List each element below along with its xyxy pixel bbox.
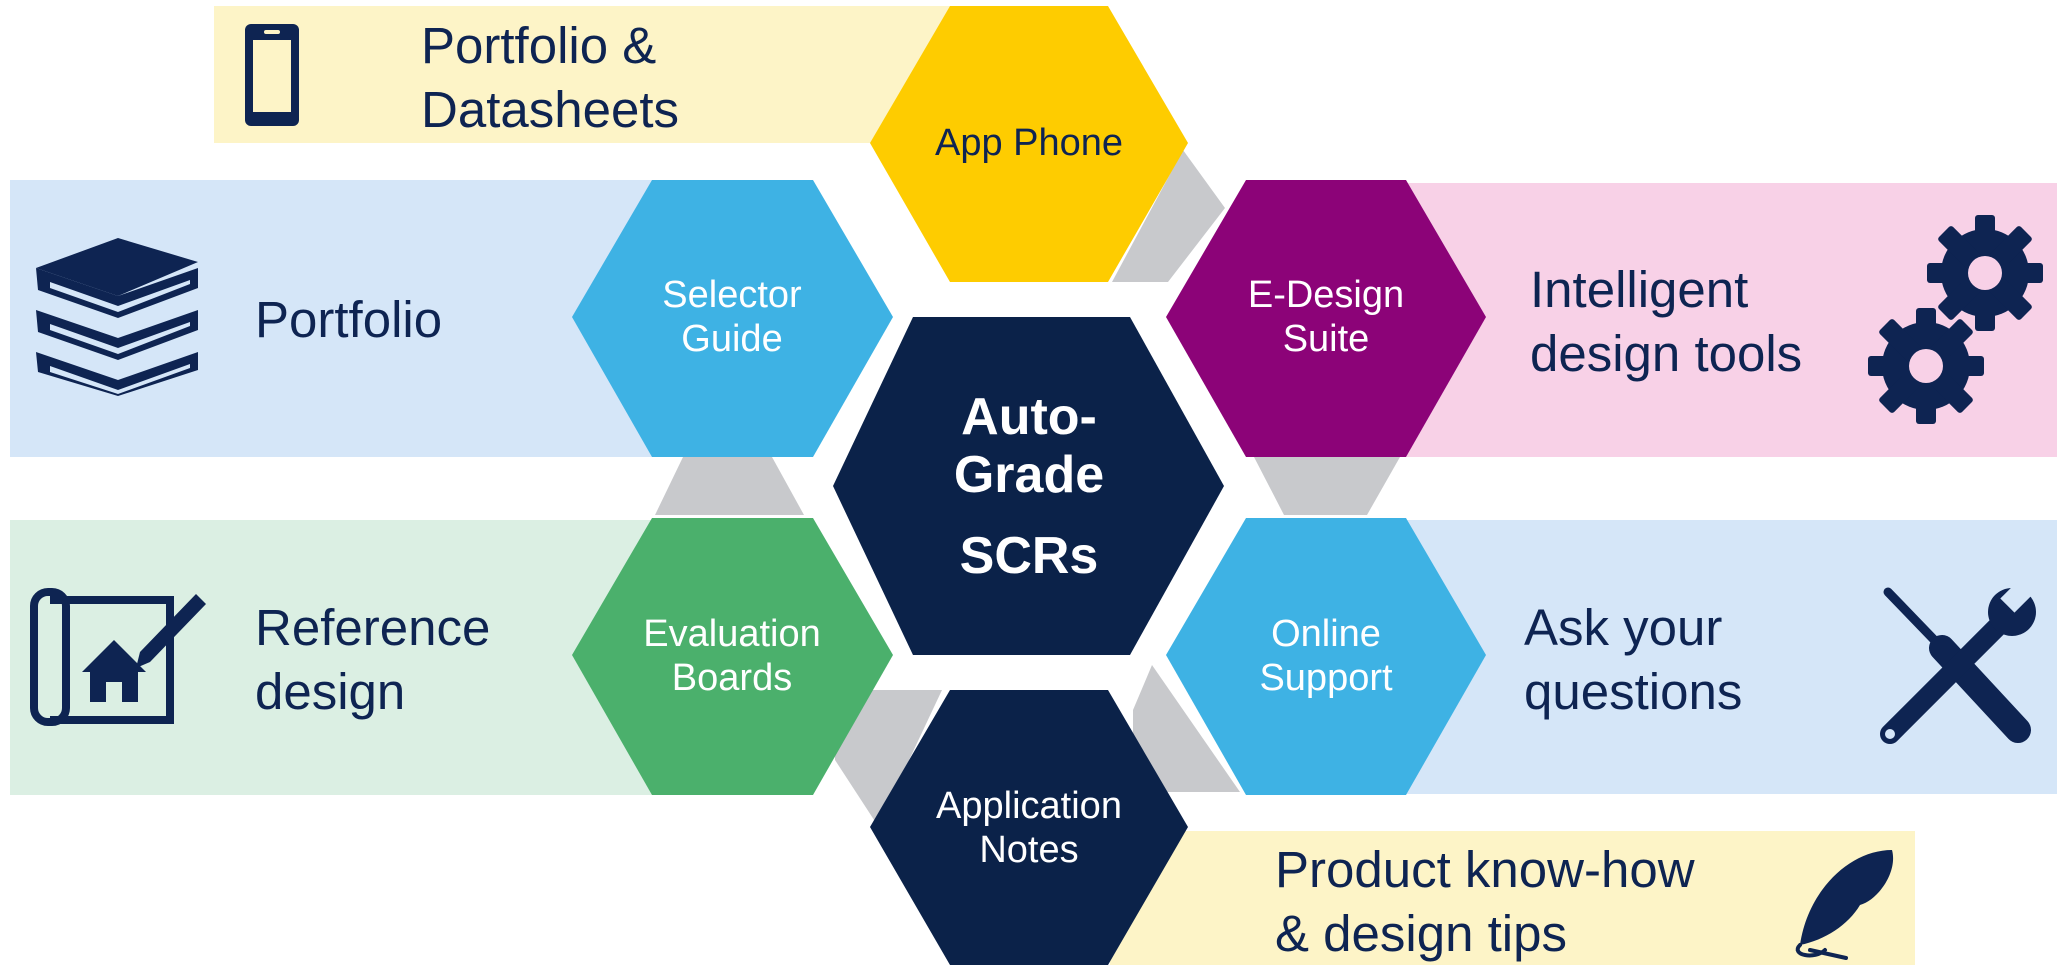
hexagon-e-design-suite[interactable] [1166,180,1486,457]
portfolio-datasheets-line2: Datasheets [421,81,679,138]
online-support-line1: Online [1271,613,1381,655]
center-line1: Auto- [961,388,1097,446]
e-design-line2: Suite [1283,318,1370,360]
band-product-knowhow [1110,831,1915,965]
connector-evaluation-appnotes [835,690,942,826]
selector-guide-line2: Guide [681,318,782,360]
feather-quill-icon [1795,850,1894,960]
e-design-line1: E-Design [1248,274,1404,316]
hexagon-app-phone[interactable] [870,6,1188,282]
connector-selector-evaluation [655,457,804,515]
hexagon-evaluation-boards[interactable] [572,518,893,795]
hexagon-center-auto-grade-scrs[interactable] [833,317,1224,655]
intelligent-line1: Intelligent [1530,261,1749,318]
connector-appphone-edesign [1112,150,1225,282]
center-line2: Grade [954,446,1104,504]
selector-guide-line1: Selector [662,274,802,316]
ask-questions-label: Ask your questions [1524,596,1742,724]
product-knowhow-label: Product know-how & design tips [1275,838,1695,966]
online-support-line2: Support [1259,657,1393,699]
portfolio-label: Portfolio [255,288,442,352]
app-phone-label: App Phone [935,122,1123,164]
app-notes-line1: Application [936,785,1122,827]
reference-line2: design [255,663,406,720]
band-portfolio-datasheets [214,6,974,143]
ask-line1: Ask your [1524,599,1723,656]
evaluation-line1: Evaluation [643,613,820,655]
connector-edesign-online [1254,457,1400,515]
blueprint-house-icon [30,588,206,726]
ask-line2: questions [1524,663,1743,720]
connector-online-appnotes [1133,665,1240,792]
smartphone-icon [245,24,299,126]
gears-icon [1868,215,2043,424]
portfolio-datasheets-line1: Portfolio & [421,17,657,74]
books-icon [36,238,198,396]
intelligent-design-tools-label: Intelligent design tools [1530,258,1802,386]
portfolio-line1: Portfolio [255,291,443,348]
intelligent-line2: design tools [1530,325,1803,382]
evaluation-line2: Boards [672,657,792,699]
hexagon-selector-guide[interactable] [572,180,893,457]
hexagon-application-notes[interactable] [870,690,1188,965]
app-notes-line2: Notes [979,829,1078,871]
reference-line1: Reference [255,599,491,656]
tools-icon [1880,577,2036,744]
knowhow-line2: & design tips [1275,905,1568,962]
reference-design-label: Reference design [255,596,490,724]
knowhow-line1: Product know-how [1275,841,1695,898]
hexagon-online-support[interactable] [1166,518,1486,795]
portfolio-datasheets-label: Portfolio & Datasheets [421,14,679,142]
center-line3: SCRs [960,527,1099,585]
